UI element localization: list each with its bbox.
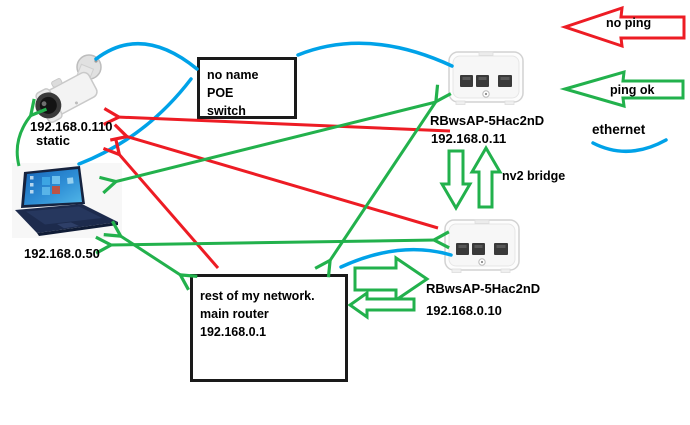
ap-bottom-image <box>439 218 525 276</box>
ap-bottom-model-label: RBwsAP-5Hac2nD <box>426 281 541 296</box>
laptop-image <box>12 163 122 238</box>
camera-ip-label: 192.168.0.110 <box>30 119 113 134</box>
ap-to-router-block-arrow <box>347 290 416 320</box>
main-router-box-line2: main router <box>200 307 269 321</box>
ethernet-legend-label: ethernet <box>592 122 646 137</box>
ap-bottom-ip-label: 192.168.0.10 <box>426 303 502 318</box>
laptop-icon <box>12 163 122 238</box>
nv2-bridge-label: nv2 bridge <box>502 169 566 183</box>
no-ping-legend-arrow <box>560 5 686 49</box>
ethernet-poe-to-ap-top <box>296 41 454 68</box>
camera-image <box>28 50 108 128</box>
nv2-bridge-down-arrow <box>439 149 473 211</box>
ethernet-poe-to-laptop <box>77 77 193 166</box>
access-point-icon <box>448 51 524 105</box>
laptop-ip-label: 192.168.0.50 <box>24 246 100 261</box>
ping-ok-router-ap-top <box>329 100 437 262</box>
no-ping-router-to-laptop <box>118 153 220 269</box>
poe-switch-box-line1: no name POE <box>207 68 259 100</box>
poe-switch-box-line2: switch <box>207 104 246 118</box>
main-router-box: rest of my network. main router 192.168.… <box>190 274 348 382</box>
ping-ok-legend-arrow <box>559 69 685 109</box>
ap-top-ip-label: 192.168.0.11 <box>431 131 507 146</box>
router-to-ap-block-arrow <box>353 255 430 303</box>
camera-static-label: static <box>36 133 70 148</box>
ping-ok-legend-label: ping ok <box>610 83 655 97</box>
no-ping-legend-label: no ping <box>606 16 652 30</box>
ap-top-image <box>443 50 529 108</box>
camera-icon <box>35 54 102 124</box>
main-router-box-line1: rest of my network. <box>200 289 315 303</box>
no-ping-ap-top-to-camera <box>117 117 451 133</box>
ethernet-legend-curve <box>591 138 668 154</box>
ping-ok-laptop-router <box>119 235 182 276</box>
ap-top-model-label: RBwsAP-5Hac2nD <box>430 113 545 128</box>
ping-ok-laptop-ap-bottom <box>109 240 436 245</box>
access-point-icon <box>444 219 520 273</box>
main-router-box-line3: 192.168.0.1 <box>200 325 267 339</box>
ping-ok-ap-top-to-laptop <box>114 100 437 182</box>
nv2-bridge-up-arrow <box>469 145 503 209</box>
ping-ok-laptop-to-camera <box>15 114 32 167</box>
poe-switch-box: no name POE switch <box>197 57 297 119</box>
ethernet-camera-to-poe <box>94 41 199 71</box>
